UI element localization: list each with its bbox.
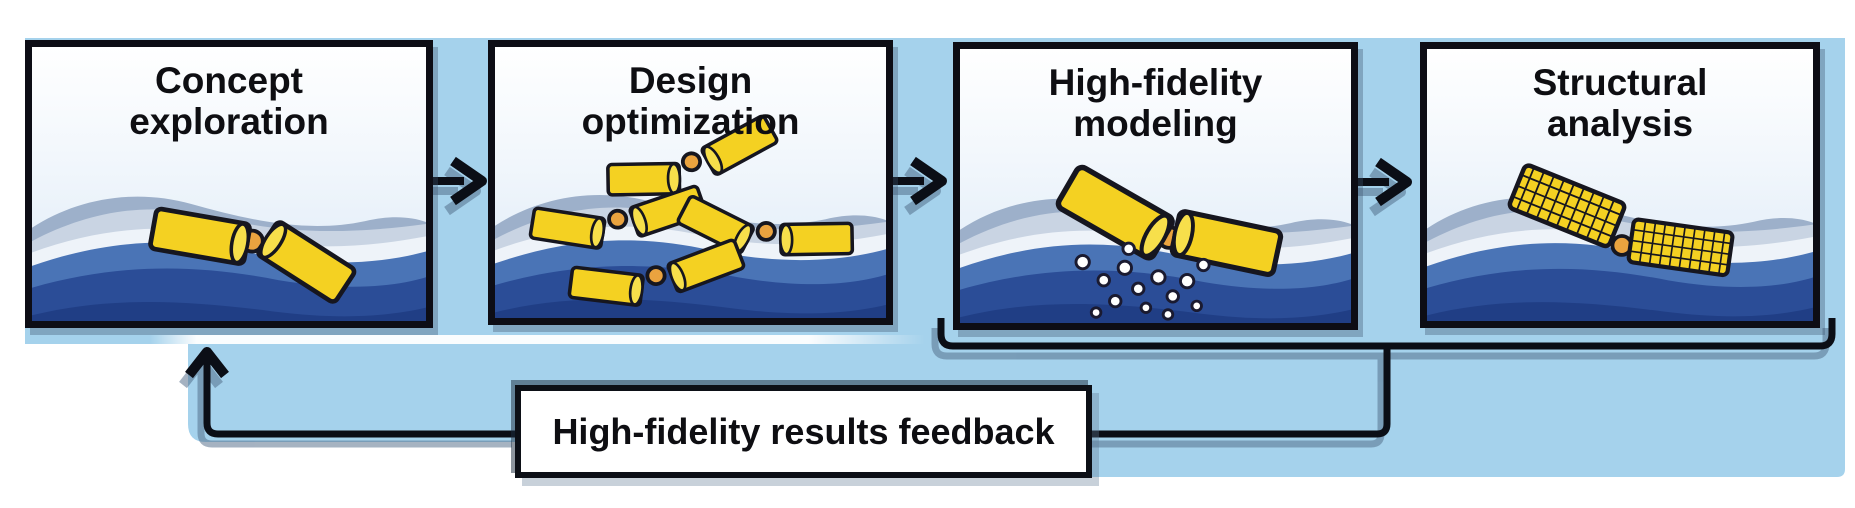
stage-title-line2: modeling: [1073, 103, 1238, 145]
stage-title-line2: analysis: [1546, 103, 1694, 145]
stage-panel-design-optimization: Design optimization: [488, 40, 893, 325]
stage-title: Design optimization: [495, 60, 886, 143]
stage-panel-structural-analysis: Structural analysis: [1420, 42, 1820, 328]
feedback-label: High-fidelity results feedback: [552, 410, 1055, 452]
stage-title: High-fidelity modeling: [960, 62, 1351, 145]
stage-title-line2: exploration: [129, 101, 329, 143]
feedback-label-box: High-fidelity results feedback: [515, 385, 1092, 478]
wec-device-illustration: [1056, 165, 1282, 275]
stage-panel-high-fidelity-modeling: High-fidelity modeling: [953, 42, 1358, 330]
wec-device-illustration: [150, 208, 356, 303]
stage-title: Concept exploration: [32, 60, 426, 143]
stage-panel-concept-exploration: Concept exploration: [25, 40, 433, 328]
highlight-streak: [150, 335, 925, 344]
feedback-strip-left: [188, 344, 528, 442]
cfd-bubbles-illustration: [1074, 241, 1211, 321]
stage-title-line1: High-fidelity: [1048, 62, 1263, 103]
stage-title: Structural analysis: [1427, 62, 1813, 145]
stage-title-line1: Design: [628, 60, 753, 101]
stage-title-line2: optimization: [581, 101, 800, 143]
ocean-waves-illustration: [32, 47, 426, 321]
ocean-waves-illustration: [1427, 49, 1813, 321]
wec-mesh-device-illustration: [1508, 164, 1733, 276]
ocean-waves-illustration: [960, 49, 1351, 323]
stage-title-line1: Concept: [155, 60, 303, 101]
stage-title-line1: Structural: [1532, 62, 1708, 103]
